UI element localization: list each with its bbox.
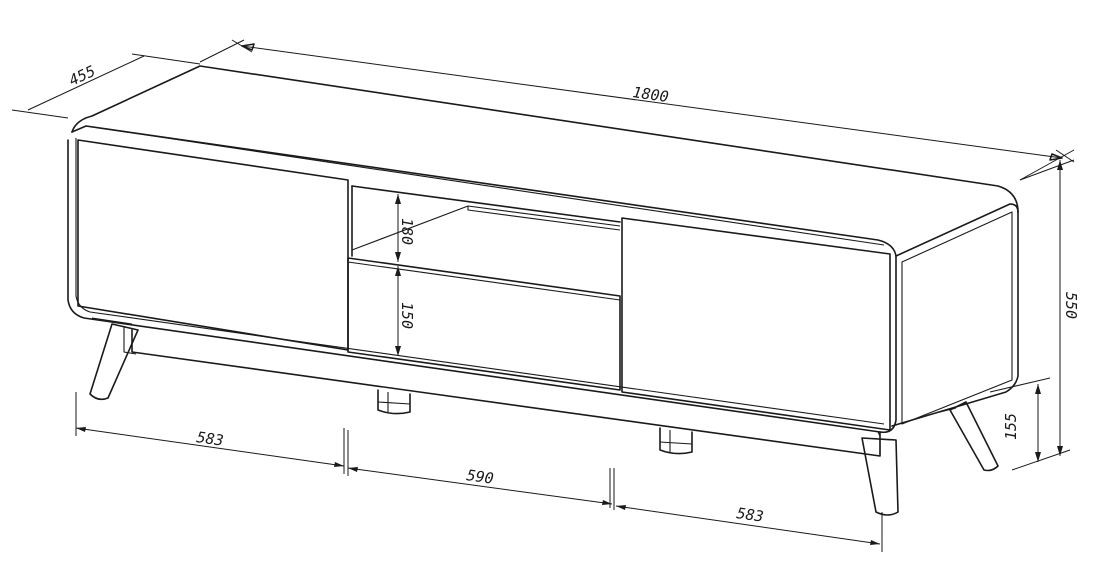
side-right-leg bbox=[949, 401, 999, 472]
leg-height-label: 155 bbox=[1002, 413, 1020, 440]
dimension-depth: 455 bbox=[11, 53, 201, 119]
shelf-height-label: 180 bbox=[398, 218, 416, 245]
dimension-width: 1800 bbox=[199, 39, 1075, 181]
dimension-sections: 583 590 583 bbox=[75, 392, 883, 552]
rear-right-foot bbox=[659, 427, 693, 455]
base-rail bbox=[131, 329, 881, 457]
left-door bbox=[77, 139, 349, 351]
front-frame bbox=[67, 139, 897, 434]
top-front-edge bbox=[71, 125, 897, 257]
top-surface bbox=[71, 65, 1019, 427]
width-label: 1800 bbox=[631, 83, 669, 106]
front-right-leg bbox=[861, 437, 899, 516]
dimension-shelf: 180 bbox=[395, 194, 416, 262]
middle-section-label: 590 bbox=[465, 466, 494, 488]
rear-left-foot bbox=[377, 389, 411, 415]
height-label: 550 bbox=[1062, 292, 1080, 319]
open-shelf bbox=[351, 185, 621, 257]
dimension-leg-height: 155 bbox=[989, 377, 1051, 462]
cabinet-body bbox=[67, 65, 1019, 434]
drawer-front bbox=[347, 257, 621, 391]
dimension-drawer: 150 bbox=[395, 266, 416, 356]
left-section-label: 583 bbox=[195, 428, 224, 450]
dimension-height: 550 bbox=[1011, 159, 1080, 471]
legs bbox=[89, 323, 999, 516]
right-section-label: 583 bbox=[735, 504, 764, 526]
depth-label: 455 bbox=[66, 62, 98, 90]
right-door bbox=[621, 217, 891, 431]
drawer-height-label: 150 bbox=[398, 302, 416, 329]
front-left-leg bbox=[89, 323, 139, 401]
right-side-panel bbox=[895, 203, 1019, 257]
